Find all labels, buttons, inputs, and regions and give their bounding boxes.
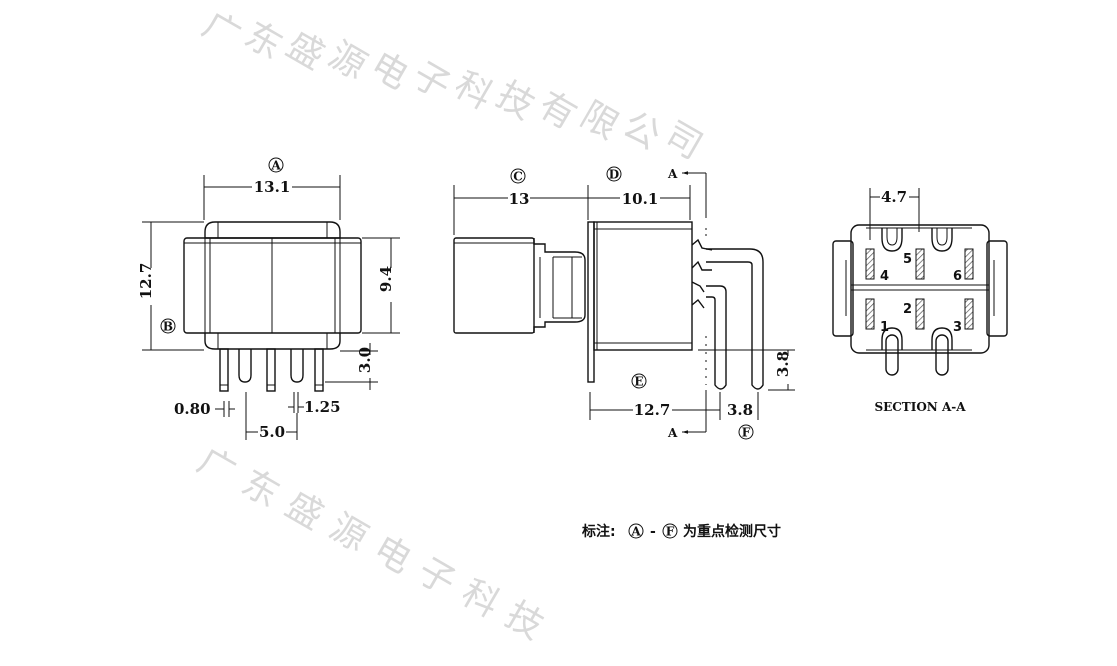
side-actuator [453,237,535,334]
section-marker-bottom: A [667,426,678,440]
watermark-char: 东 [235,462,287,516]
watermark-char: 电 [367,528,419,582]
label-a: A [270,159,281,173]
label-e: E [634,375,643,389]
label-circle-f [738,424,754,440]
side-body [593,221,693,351]
front-top-cap [204,221,341,239]
note-suffix: 为重点检测尺寸 [683,523,781,540]
front-view: 13.1 A 12.7 B 9.4 3.0 0.80 1.25 5. [137,157,400,441]
dim-side-pin-pitch: 3.8 [727,401,753,419]
dim-side-actuator-length: 13 [509,190,530,208]
label-circle-a [268,157,284,173]
note: 标注: A - F 为重点检测尺寸 [581,523,781,540]
note-range-end: F [666,525,675,539]
dim-front-pin-gap: 1.25 [304,398,341,416]
side-pin-far [706,248,764,390]
label-circle-d [606,166,622,182]
pin-label-5: 5 [903,252,912,267]
section-housing [850,224,990,354]
pin-label-3: 3 [953,320,962,335]
pin-label-6: 6 [953,269,962,284]
dim-front-pin-width: 0.80 [174,400,211,418]
section-title: SECTION A-A [874,400,966,414]
label-circle-e [631,373,647,389]
watermark-char: 技 [499,594,551,648]
dim-front-body-height: 9.4 [377,266,395,292]
pin-label-1: 1 [880,320,889,335]
front-bottom-cap [204,333,341,350]
pin-label-4: 4 [880,269,889,284]
pin-label-2: 2 [903,302,912,317]
watermark-char: 子 [411,550,463,604]
label-d: D [609,168,619,182]
note-prefix: 标注: [581,523,616,540]
section-view: 1 2 3 4 5 6 4.7 SECTION A-A [832,188,1008,414]
dim-side-pin-drop: 3.8 [774,351,792,377]
watermark-char: 盛 [279,484,331,538]
note-range-start: A [630,525,641,539]
front-pins [219,348,324,392]
label-circle-b [160,318,176,334]
side-pin-near [706,285,727,390]
section-marker-top: A [667,167,678,181]
label-b: B [163,320,173,334]
label-c: C [513,170,523,184]
watermark-char: 源 [323,506,375,560]
watermark-char: 科 [455,572,507,626]
dim-side-body-length: 10.1 [622,190,659,208]
label-f: F [742,426,751,440]
dim-front-height: 12.7 [137,263,155,300]
dim-side-base-length: 12.7 [634,401,671,419]
side-flange [587,221,595,383]
side-view: 13 10.1 C D A A E 12.7 3.8 F 3.8 [453,166,795,440]
dim-front-width: 13.1 [254,178,291,196]
dim-section-pin-spacing: 4.7 [881,188,907,206]
watermark-char: 广 [191,440,243,494]
dim-front-pin-length: 3.0 [356,347,374,373]
dim-front-pin-pitch: 5.0 [259,423,285,441]
label-circle-c [510,168,526,184]
note-dash: - [650,524,656,540]
